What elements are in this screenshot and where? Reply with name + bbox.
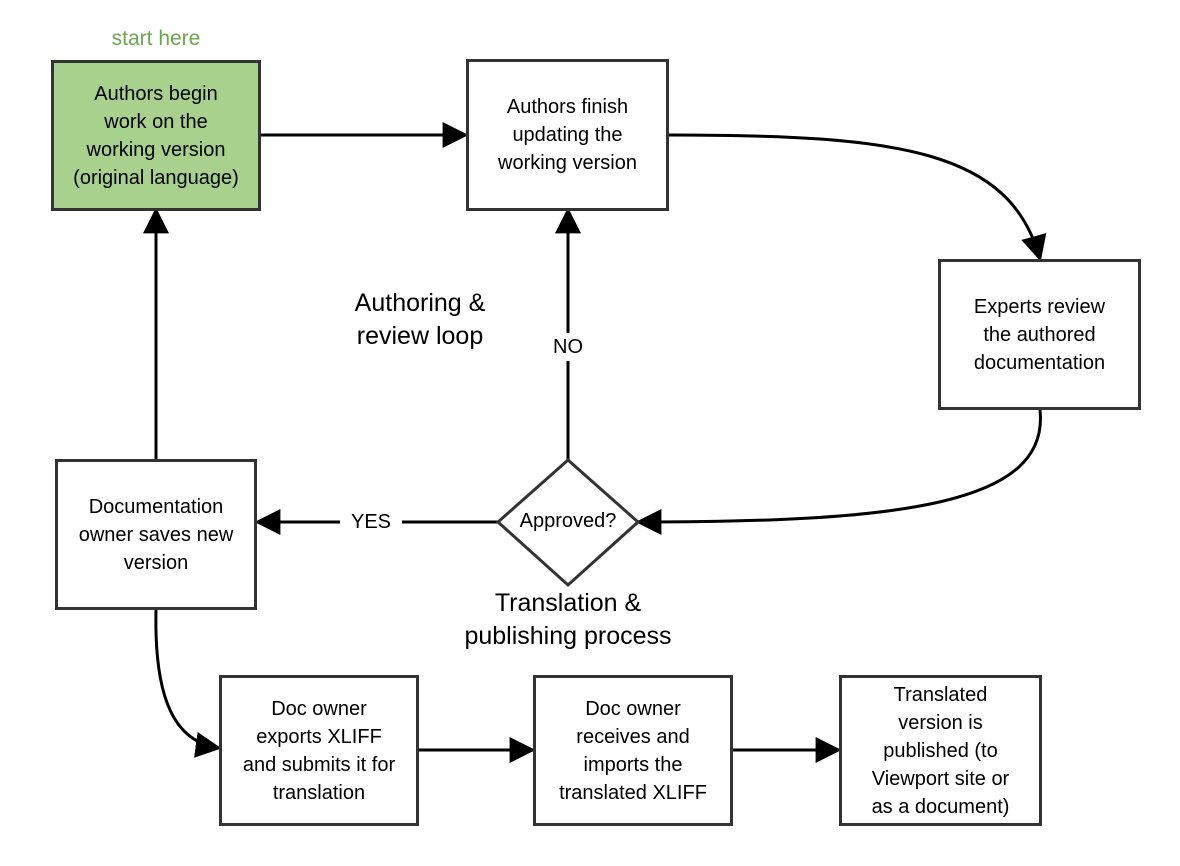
- published-node: Translated version is published (to View…: [839, 675, 1042, 826]
- authoring-loop-label: Authoring & review loop: [354, 289, 486, 350]
- yes-edge-label: YES: [350, 511, 392, 533]
- experts-review-node: Experts review the authored documentatio…: [938, 259, 1141, 410]
- authors-begin-node: Authors begin work on the working versio…: [51, 60, 261, 211]
- edge-finish-to-review: [668, 133, 1047, 262]
- owner-saves-node: Documentation owner saves new version: [55, 459, 257, 610]
- yes-label-bg: [340, 508, 402, 536]
- import-xliff-node: Doc owner receives and imports the trans…: [533, 675, 733, 826]
- translation-process-label: Translation & publishing process: [464, 589, 672, 650]
- edge-review-to-decision: [635, 409, 1042, 535]
- start-here-label: start here: [111, 27, 201, 50]
- decision-diamond: [495, 457, 641, 588]
- no-edge-label: NO: [553, 336, 583, 358]
- no-label-bg: [548, 333, 588, 361]
- export-xliff-node: Doc owner exports XLIFF and submits it f…: [219, 675, 419, 826]
- approved-decision-label: Approved?: [519, 510, 617, 532]
- edge-save-to-export: [154, 609, 222, 758]
- authors-finish-node: Authors finish updating the working vers…: [466, 59, 669, 211]
